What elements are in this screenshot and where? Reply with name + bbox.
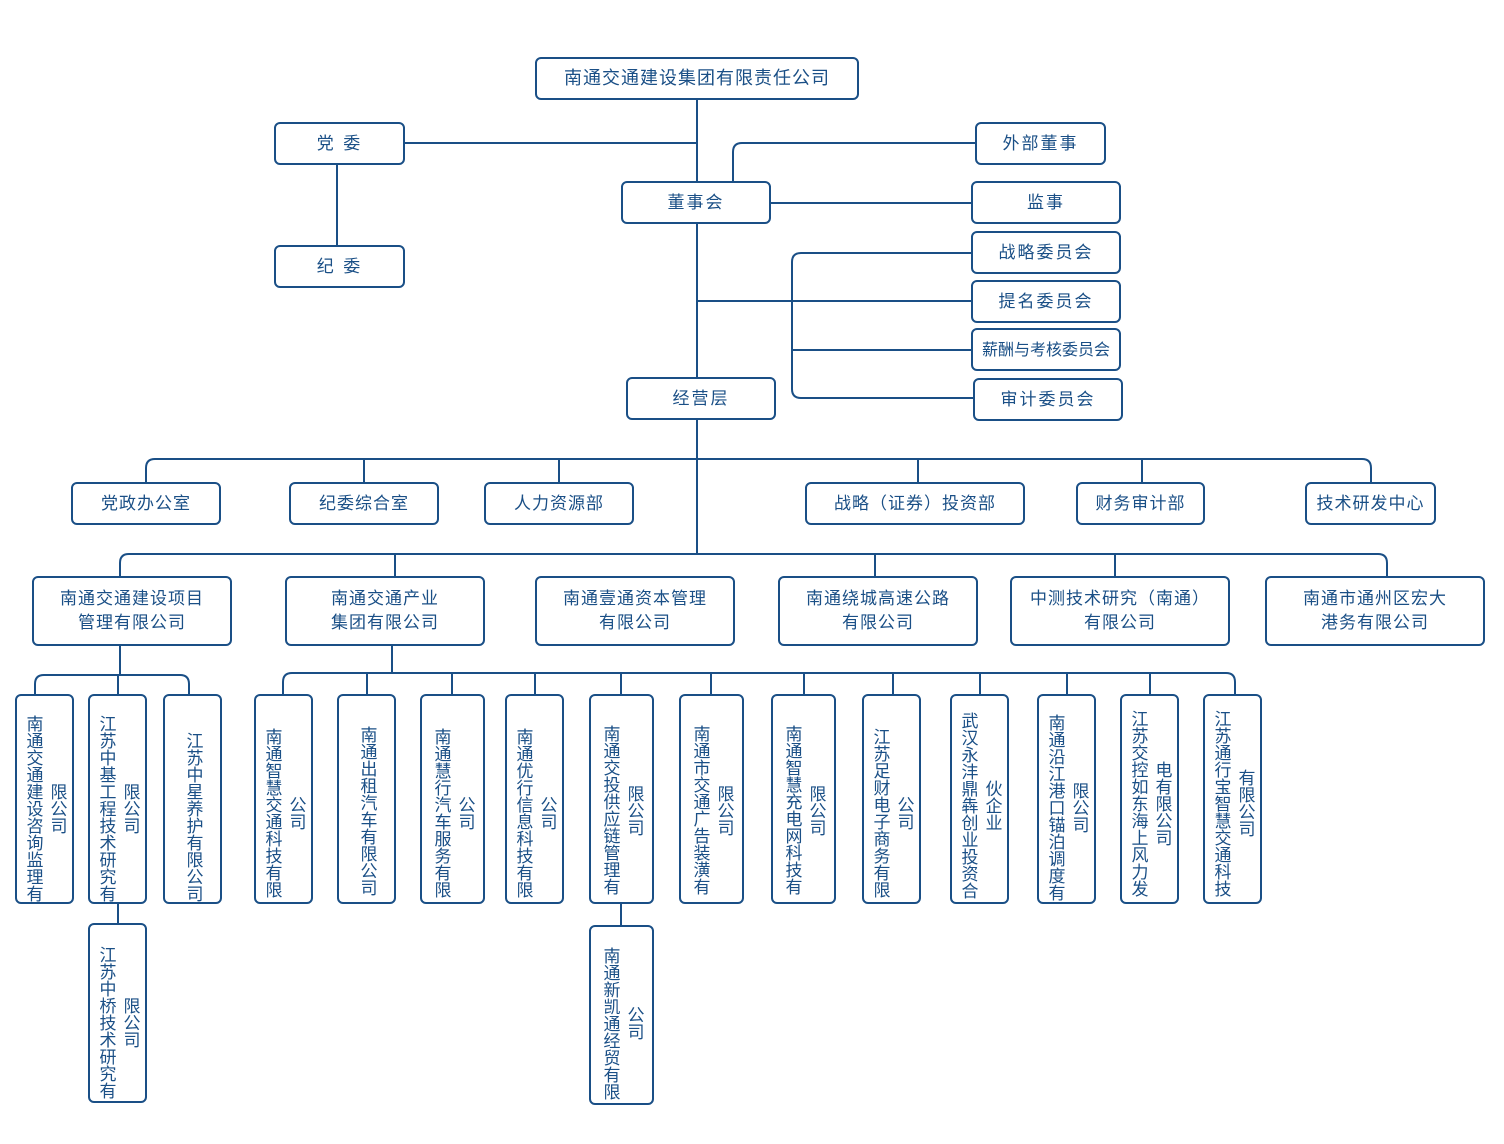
sub-hongda-port[interactable]: 南通市通州区宏大 港务有限公司 [1265, 576, 1485, 646]
sub-zhongce-research[interactable]: 中测技术研究（南通） 有限公司 [1010, 576, 1230, 646]
node-committee-strategy[interactable]: 战略委员会 [971, 231, 1121, 274]
connector-department-bus [145, 458, 1372, 483]
dept-finance-audit[interactable]: 财务审计部 [1076, 482, 1205, 525]
child-yongfeng-investment[interactable]: 武汉永沣鼎犇创业投资合伙企业 [950, 694, 1009, 904]
node-party-committee[interactable]: 党 委 [274, 122, 405, 165]
dept-discipline-office[interactable]: 纪委综合室 [289, 482, 439, 525]
child-youxing-info[interactable]: 南通优行信息科技有限公司 [505, 694, 564, 904]
child-consulting-supervision[interactable]: 南通交通建设咨询监理有限公司 [15, 694, 74, 904]
connector-subsidiary-bus [119, 553, 1388, 578]
dept-party-office[interactable]: 党政办公室 [71, 482, 221, 525]
sub-industry-group[interactable]: 南通交通产业 集团有限公司 [285, 576, 485, 646]
node-management[interactable]: 经营层 [626, 377, 776, 420]
node-root[interactable]: 南通交通建设集团有限责任公司 [535, 57, 859, 100]
node-committee-nomination[interactable]: 提名委员会 [971, 280, 1121, 323]
dept-tech-center[interactable]: 技术研发中心 [1305, 482, 1436, 525]
child-tongxingbao[interactable]: 江苏通行宝智慧交通科技有限公司 [1203, 694, 1262, 904]
child-supply-chain[interactable]: 南通交投供应链管理有限公司 [589, 694, 654, 904]
child-advertising[interactable]: 南通市交通广告装潢有限公司 [679, 694, 744, 904]
child-offshore-wind[interactable]: 江苏交控如东海上风力发电有限公司 [1120, 694, 1179, 904]
child-zhongqiao-research[interactable]: 江苏中桥技术研究有限公司 [88, 923, 147, 1103]
sub-yitong-capital[interactable]: 南通壹通资本管理 有限公司 [535, 576, 735, 646]
node-committee-audit[interactable]: 审计委员会 [973, 378, 1123, 421]
connector-project-bus [34, 674, 190, 696]
node-external-director[interactable]: 外部董事 [975, 122, 1106, 165]
dept-hr[interactable]: 人力资源部 [484, 482, 634, 525]
node-committee-compensation[interactable]: 薪酬与考核委员会 [971, 328, 1121, 371]
connector-industry-bus [282, 672, 1236, 696]
sub-project-management[interactable]: 南通交通建设项目 管理有限公司 [32, 576, 232, 646]
connector-committee-vertical [791, 252, 974, 399]
node-supervisor[interactable]: 监事 [971, 181, 1121, 224]
child-zucai-ecommerce[interactable]: 江苏足财电子商务有限公司 [862, 694, 921, 904]
child-zhongji-engineering[interactable]: 江苏中基工程技术研究有限公司 [88, 694, 147, 904]
child-smart-transport[interactable]: 南通智慧交通科技有限公司 [254, 694, 313, 904]
child-huixing-auto[interactable]: 南通慧行汽车服务有限公司 [420, 694, 485, 904]
node-board[interactable]: 董事会 [621, 181, 771, 224]
child-xinkaitong-trade[interactable]: 南通新凯通经贸有限公司 [589, 925, 654, 1105]
dept-strategy-investment[interactable]: 战略（证券）投资部 [805, 482, 1025, 525]
child-port-anchorage[interactable]: 南通沿江港口锚泊调度有限公司 [1037, 694, 1096, 904]
connector-external-director [732, 142, 976, 183]
node-discipline-committee[interactable]: 纪 委 [274, 245, 405, 288]
child-taxi[interactable]: 南通出租汽车有限公司 [337, 694, 396, 904]
child-smart-charging[interactable]: 南通智慧充电网科技有限公司 [771, 694, 836, 904]
child-zhongxing-maintenance[interactable]: 江苏中星养护有限公司 [163, 694, 222, 904]
sub-ring-expressway[interactable]: 南通绕城高速公路 有限公司 [778, 576, 978, 646]
